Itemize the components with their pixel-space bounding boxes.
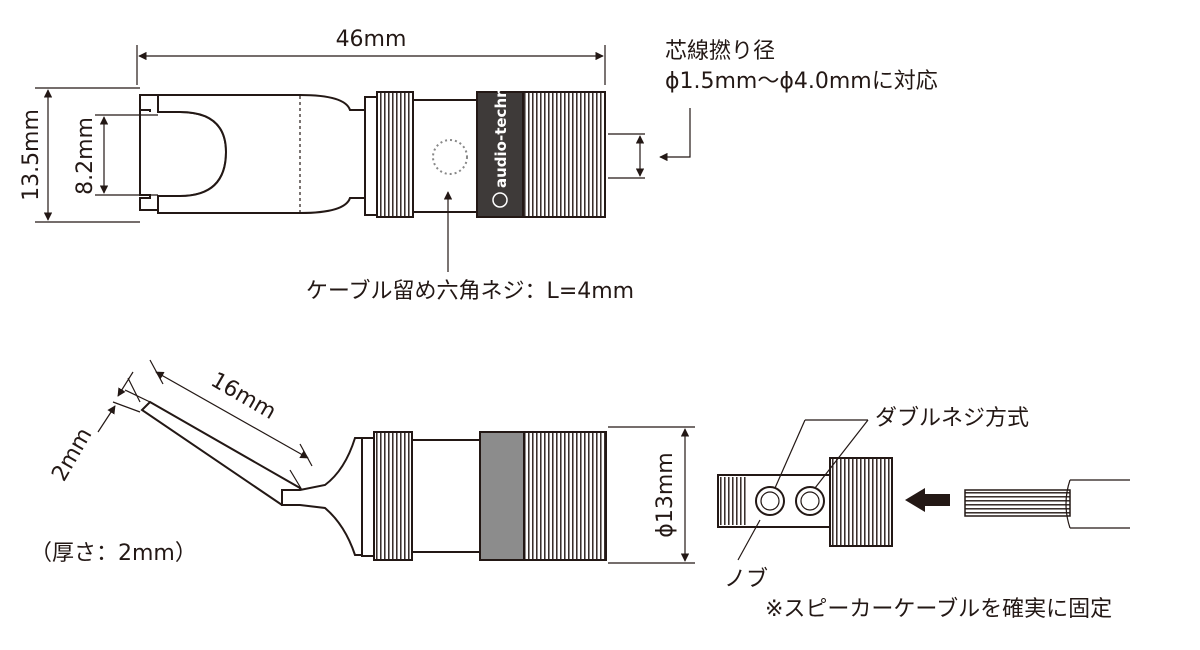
insert-arrow-icon — [905, 488, 950, 512]
double-screw-label: ダブルネジ方式 — [875, 406, 1029, 431]
side-knurled-ring-front — [373, 431, 413, 561]
side-knurled-knob-rear — [523, 431, 607, 561]
blade — [140, 400, 301, 506]
knurled-knob-rear — [522, 91, 606, 218]
slot-dim-label: 8.2mm — [73, 117, 98, 195]
wire-note-line1: 芯線撚り径 — [665, 39, 775, 64]
height-dim-label: 13.5mm — [19, 109, 44, 201]
top-view: audio-technica 46mm 13.5mm 8.2mm 芯線撚り径 ϕ… — [19, 27, 938, 304]
blade-length-label: 16mm — [206, 368, 280, 425]
detail-view: ダブルネジ方式 ノブ ※スピーカーケーブルを確実に固定 — [717, 406, 1130, 622]
detail-knob — [829, 457, 893, 547]
brand-band — [476, 91, 524, 218]
blade-length-dimension-line — [155, 371, 309, 459]
side-middle-sleeve — [411, 439, 481, 553]
thickness-note: （厚さ：2mm） — [30, 541, 197, 566]
thread-section — [720, 477, 746, 525]
double-screw-leader-1 — [774, 419, 806, 489]
side-view: 16mm 2mm ϕ13mm （厚さ：2mm） — [30, 359, 695, 566]
blade-gap-label: 2mm — [47, 424, 97, 486]
knob-leader — [737, 519, 761, 561]
collar — [364, 96, 378, 216]
brand-logo-icon — [492, 192, 508, 208]
wire-note-line2: ϕ1.5mm～ϕ4.0mmに対応 — [665, 69, 938, 94]
length-dim-label: 46mm — [336, 27, 407, 52]
screw-hole-1-icon — [755, 486, 785, 516]
double-screw-leader-2 — [814, 419, 869, 489]
brand-text: audio-technica — [492, 63, 510, 188]
hex-screw-hole-icon — [432, 139, 468, 175]
footnote: ※スピーカーケーブルを確実に固定 — [765, 597, 1112, 622]
cable-core — [964, 489, 1071, 517]
blade-gap-arrow-bottom — [97, 405, 116, 433]
screw-hole-2-icon — [795, 486, 825, 516]
screw-hole-2-inner-icon — [800, 491, 820, 511]
blade-gap-arrow-top — [117, 371, 134, 397]
knurled-ring-front — [376, 91, 414, 218]
side-band — [479, 431, 525, 561]
side-collar — [361, 437, 375, 557]
screw-hole-1-inner-icon — [760, 491, 780, 511]
spade-body — [157, 94, 366, 214]
cable-jacket — [1065, 479, 1130, 529]
screw-note: ケーブル留め六角ネジ：L=4mm — [306, 279, 634, 304]
diameter-label: ϕ13mm — [653, 452, 678, 537]
wire-note-leader — [659, 108, 691, 162]
blade-neck — [281, 437, 371, 556]
knob-label: ノブ — [724, 567, 768, 592]
